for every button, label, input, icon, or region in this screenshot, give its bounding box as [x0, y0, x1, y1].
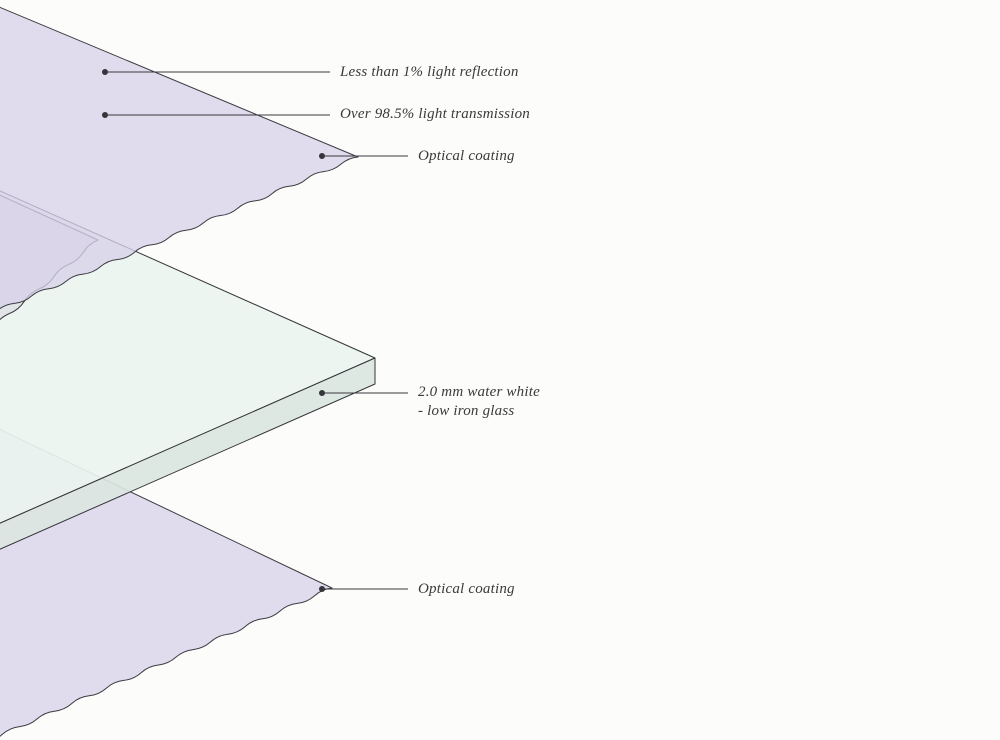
leader-light-transmission	[102, 112, 330, 118]
label-optical-coating-top: Optical coating	[418, 148, 515, 164]
leader-optical-coating-bottom	[319, 586, 408, 592]
leader-glass	[319, 390, 408, 396]
leader-optical-coating-top	[319, 153, 408, 159]
label-light-reflection: Less than 1% light reflection	[340, 64, 519, 80]
label-glass: 2.0 mm water white - low iron glass	[418, 384, 540, 419]
glass-front-face	[0, 357, 376, 550]
leader-lines	[102, 69, 408, 592]
label-optical-coating-bottom: Optical coating	[418, 581, 515, 597]
label-light-transmission: Over 98.5% light transmission	[340, 106, 530, 122]
top-coating-sheet	[0, 6, 359, 310]
leader-light-reflection	[102, 69, 330, 75]
